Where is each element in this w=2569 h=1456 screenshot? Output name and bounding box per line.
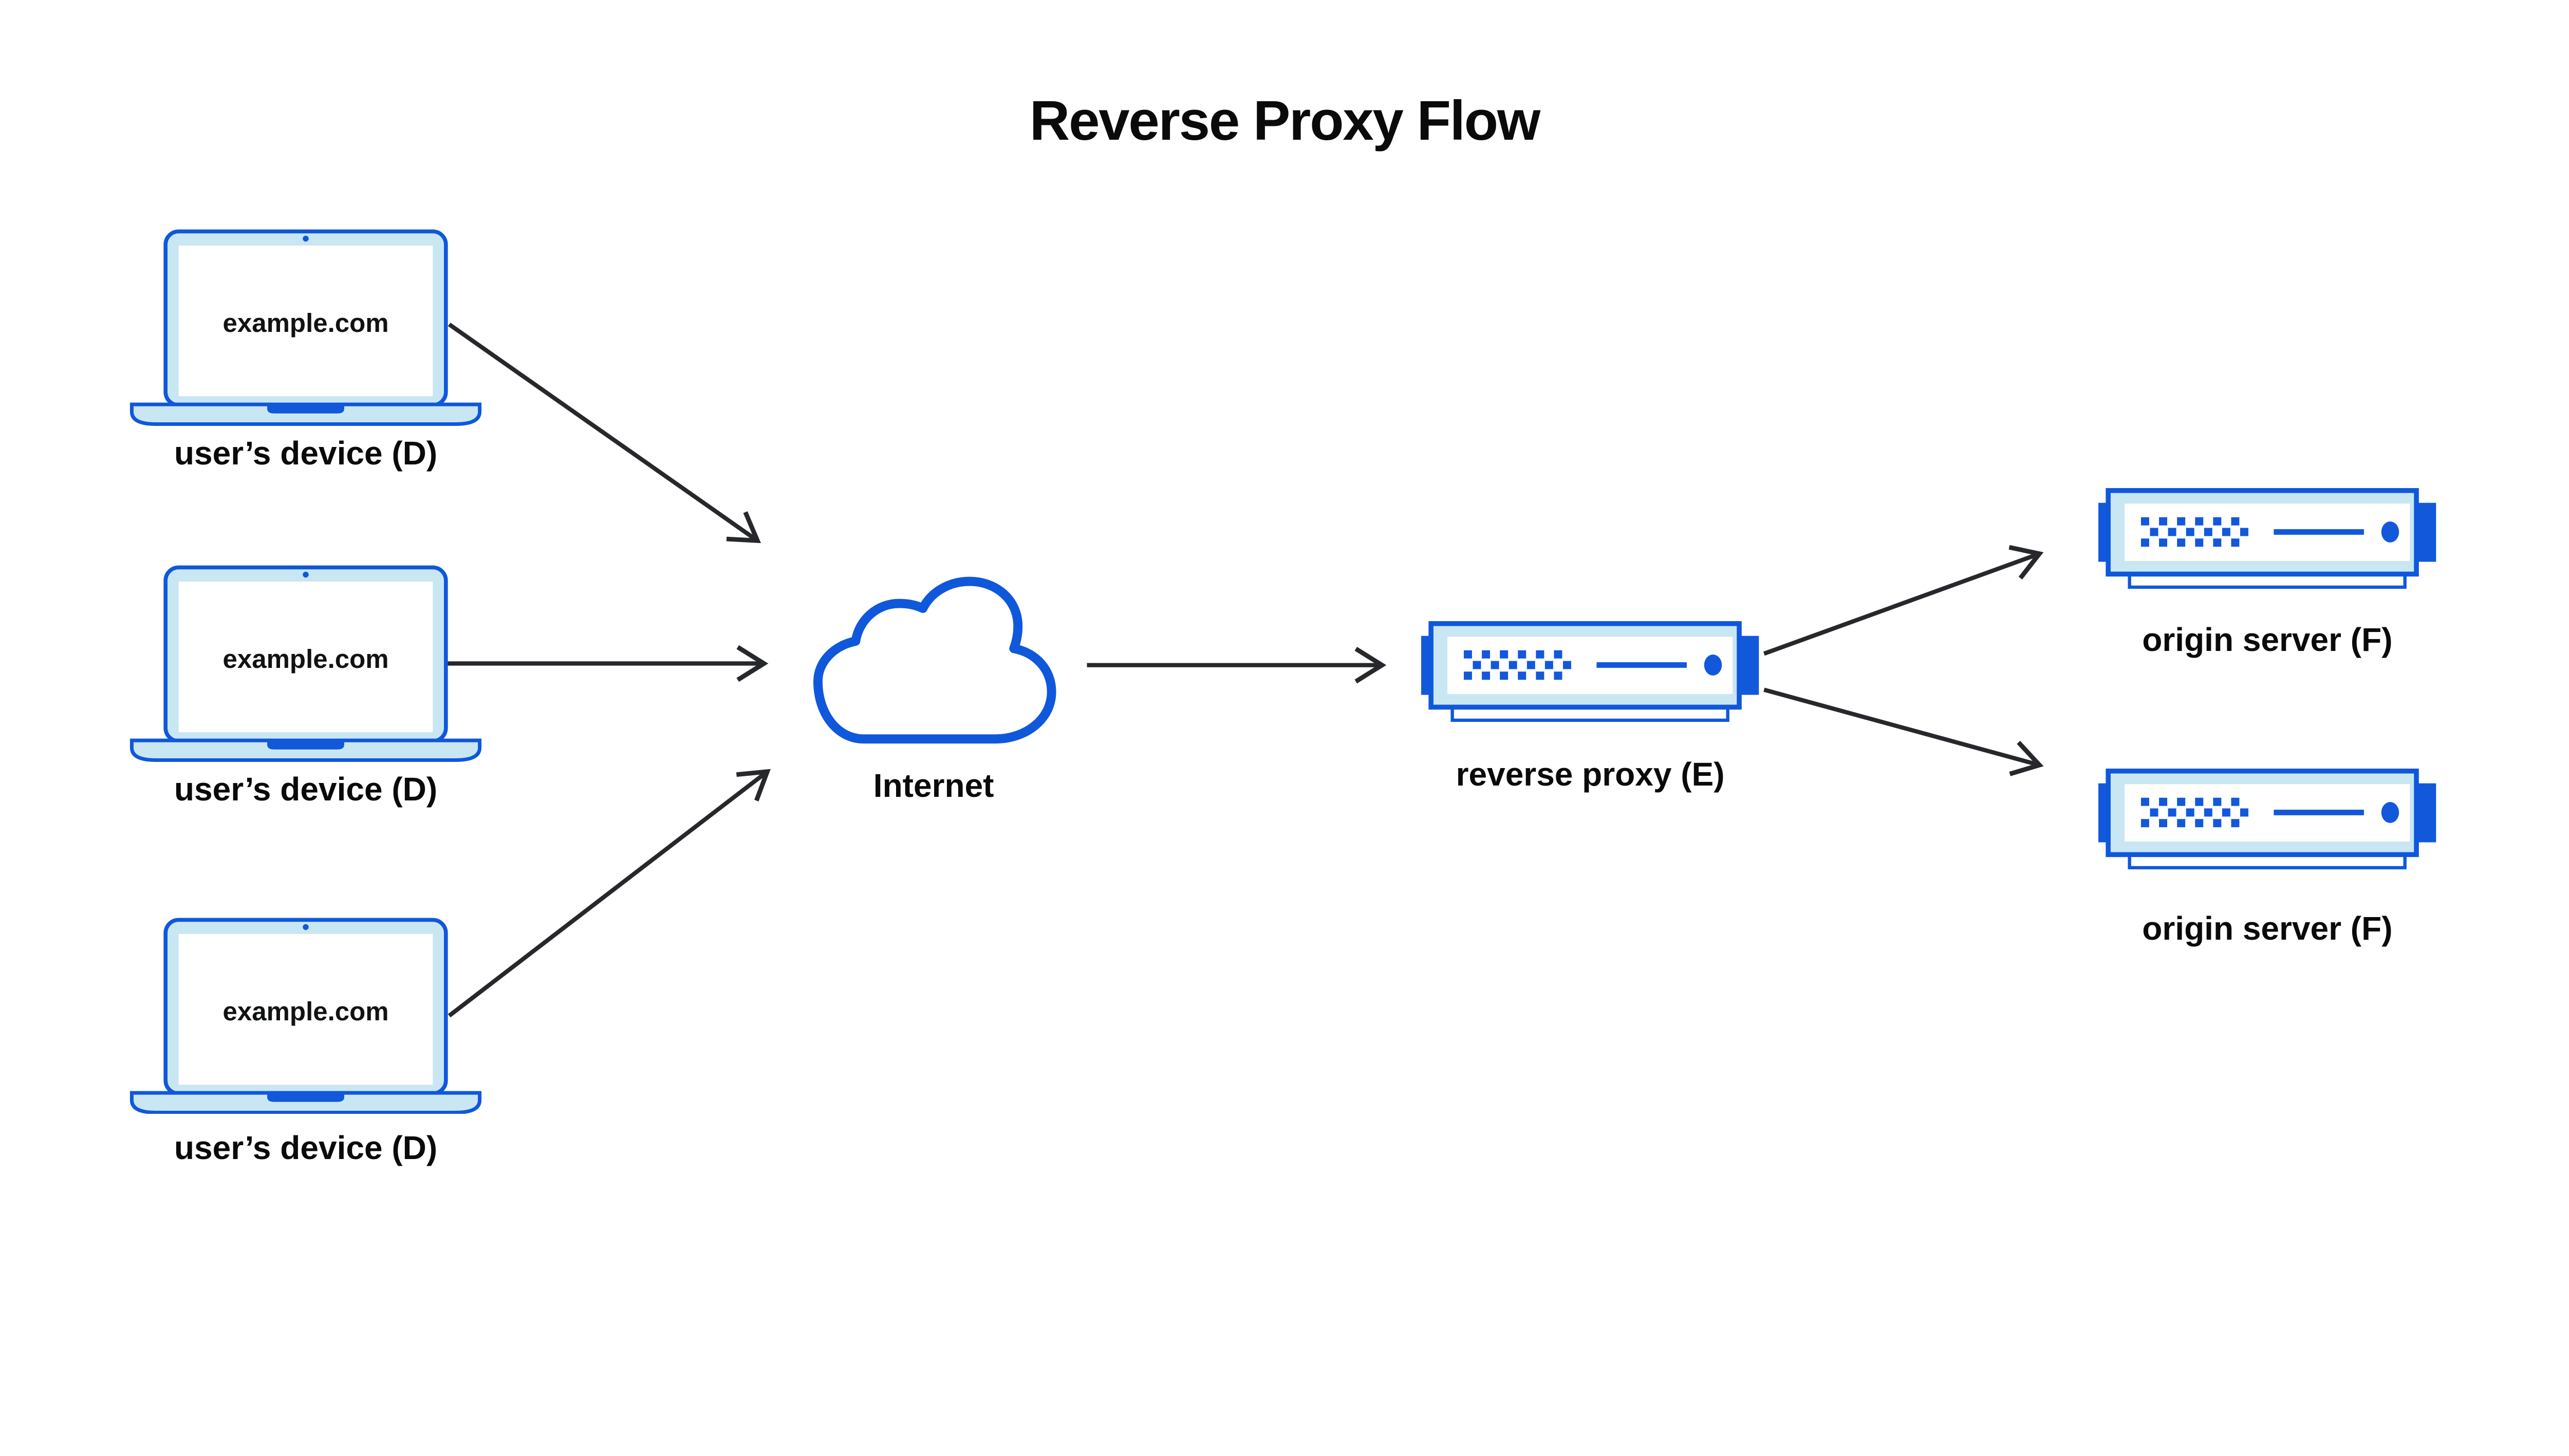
- user-device-1: example.com: [129, 229, 482, 426]
- internet-label: Internet: [873, 767, 994, 805]
- arrow-proxy-to-origin2: [1763, 687, 2044, 776]
- origin-server-1: [2098, 488, 2436, 590]
- device-screen-url: example.com: [222, 996, 389, 1026]
- arrow-proxy-to-origin1: [1763, 545, 2044, 656]
- reverse-proxy-label: reverse proxy (E): [1456, 755, 1725, 793]
- arrow-device3-to-internet: [448, 769, 771, 1018]
- device-label-3: user’s device (D): [174, 1129, 438, 1166]
- internet-cloud: [810, 576, 1057, 745]
- origin-server-2: [2098, 768, 2436, 870]
- reverse-proxy-server: [1421, 621, 1759, 723]
- origin-server-label-1: origin server (F): [2142, 621, 2393, 659]
- arrow-device1-to-internet: [448, 322, 761, 544]
- server-icon: [2098, 488, 2436, 589]
- device-screen-url: example.com: [222, 644, 389, 674]
- server-icon: [2098, 768, 2436, 869]
- reverse-proxy-flow-diagram: Reverse Proxy Flow example.com user’s de…: [129, 89, 2436, 1166]
- user-device-3: example.com: [129, 918, 482, 1114]
- server-icon: [1421, 621, 1759, 722]
- cloud-icon: [813, 577, 1056, 744]
- laptop-icon: [130, 565, 482, 762]
- user-device-2: example.com: [129, 565, 482, 762]
- device-label-1: user’s device (D): [174, 434, 438, 472]
- laptop-icon: [130, 918, 482, 1114]
- origin-server-label-2: origin server (F): [2142, 909, 2393, 947]
- laptop-icon: [130, 230, 482, 426]
- device-screen-url: example.com: [222, 308, 389, 338]
- device-label-2: user’s device (D): [174, 770, 438, 808]
- page-title: Reverse Proxy Flow: [1029, 89, 1540, 152]
